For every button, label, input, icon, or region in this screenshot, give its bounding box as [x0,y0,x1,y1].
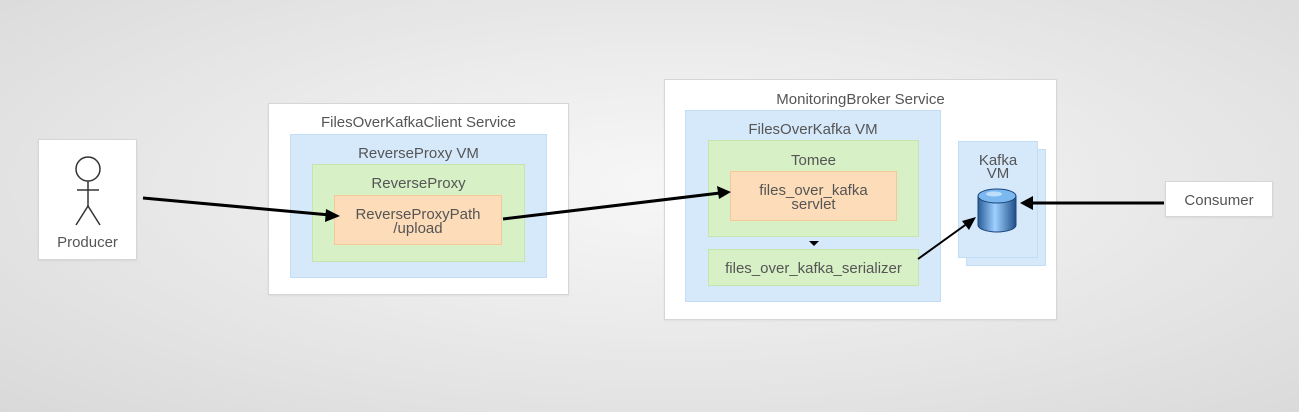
reverseproxy-path-line1: ReverseProxyPath [355,206,481,223]
producer-label: Producer [57,234,118,251]
arrow-proxy-to-servlet [502,186,731,221]
servlet-line1: files_over_kafka [759,182,868,199]
reverseproxy-vm-title: ReverseProxy VM [358,145,479,162]
reverseproxy-path-line2: /upload [393,220,443,237]
arrow-consumer-to-kafka [1020,196,1164,210]
arrow-serializer-to-kafka [917,217,976,260]
consumer-label: Consumer [1184,192,1254,209]
consumer-box[interactable]: Consumer [1165,181,1273,217]
client-service-title: FilesOverKafkaClient Service [320,114,517,131]
arrow-producer-to-proxy [142,196,340,222]
broker-service-title: MonitoringBroker Service [776,91,945,108]
servlet-box[interactable]: files_over_kafka servlet [730,171,897,221]
reverseproxy-component-title: ReverseProxy [371,175,466,192]
kafka-vm-line1: Kafka [978,152,1018,169]
serializer-label: files_over_kafka_serializer [725,260,902,277]
arrow-servlet-to-serializer [809,241,819,246]
filesoverkafka-vm-title: FilesOverKafka VM [748,121,878,138]
serializer-box[interactable]: files_over_kafka_serializer [708,249,919,286]
tomee-title: Tomee [790,152,837,169]
kafka-vm-line2: VM [986,165,1010,182]
database-icon [977,188,1017,233]
reverseproxy-path-box[interactable]: ReverseProxyPath /upload [334,195,502,245]
actor-icon [75,156,101,226]
servlet-line2: servlet [791,196,836,213]
producer-box[interactable]: Producer [38,139,137,260]
